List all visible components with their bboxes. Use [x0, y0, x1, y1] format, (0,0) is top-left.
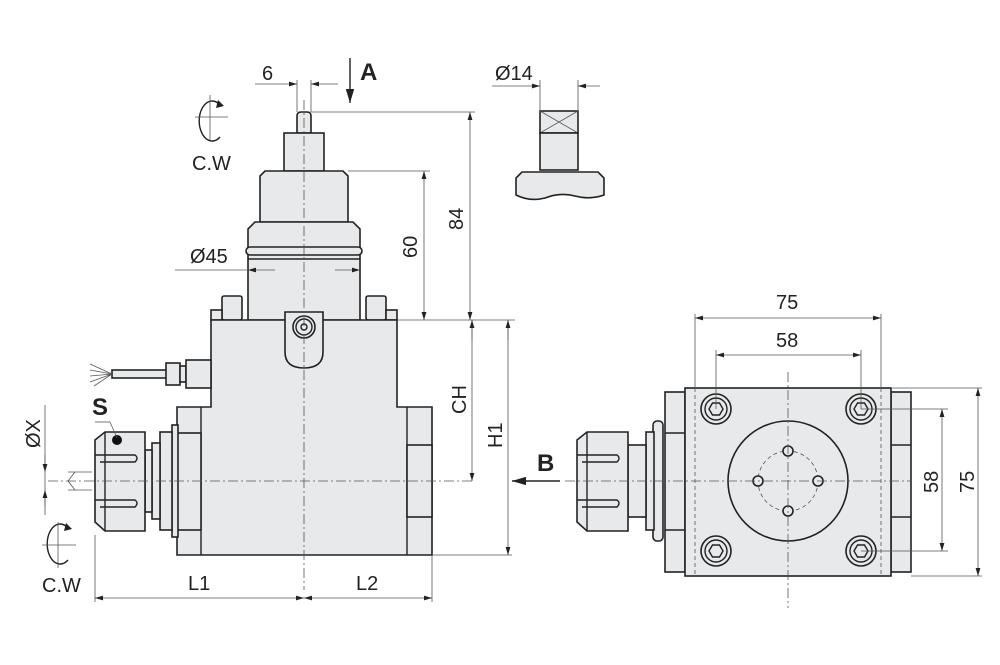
dim-dx-label: ØX — [23, 419, 45, 448]
view-b-label: B — [537, 450, 554, 477]
locating-pin-left — [221, 295, 243, 321]
dim-58-v-label: 58 — [921, 471, 943, 493]
spindle-mark-s — [112, 435, 122, 445]
dim-h1-label: H1 — [485, 422, 507, 448]
front-view — [48, 100, 475, 590]
rotation-cw-left-icon — [42, 522, 76, 568]
locating-pin-right — [365, 295, 387, 321]
dim-d45-label: Ø45 — [190, 246, 228, 268]
dim-l1-label: L1 — [188, 573, 210, 595]
view-a-label: A — [360, 59, 377, 86]
dim-6-label: 6 — [262, 63, 273, 85]
left-nut — [176, 432, 202, 531]
dim-ch-label: CH — [449, 385, 471, 414]
dim-l2-label: L2 — [356, 573, 378, 595]
dim-75-v-label: 75 — [957, 471, 979, 493]
rotation-cw-top-icon — [195, 95, 228, 142]
detail-square-drive: Ø14 — [492, 63, 605, 201]
side-view — [565, 372, 912, 608]
dim-84-label: 84 — [446, 208, 468, 230]
dim-60-label: 60 — [400, 236, 422, 258]
rotation-left-label: C.W — [42, 575, 81, 597]
spindle-s-label: S — [92, 394, 108, 421]
front-dimensions: 6 A C.W 84 60 Ø45 CH H1 B — [23, 58, 560, 602]
dim-58-h-label: 58 — [776, 330, 798, 352]
dim-d14-label: Ø14 — [495, 63, 533, 85]
side-dimensions: 75 58 58 75 — [694, 292, 982, 577]
rotation-top-label: C.W — [192, 153, 231, 175]
dim-75-h-label: 75 — [776, 292, 798, 314]
sensor-cable — [89, 359, 212, 389]
